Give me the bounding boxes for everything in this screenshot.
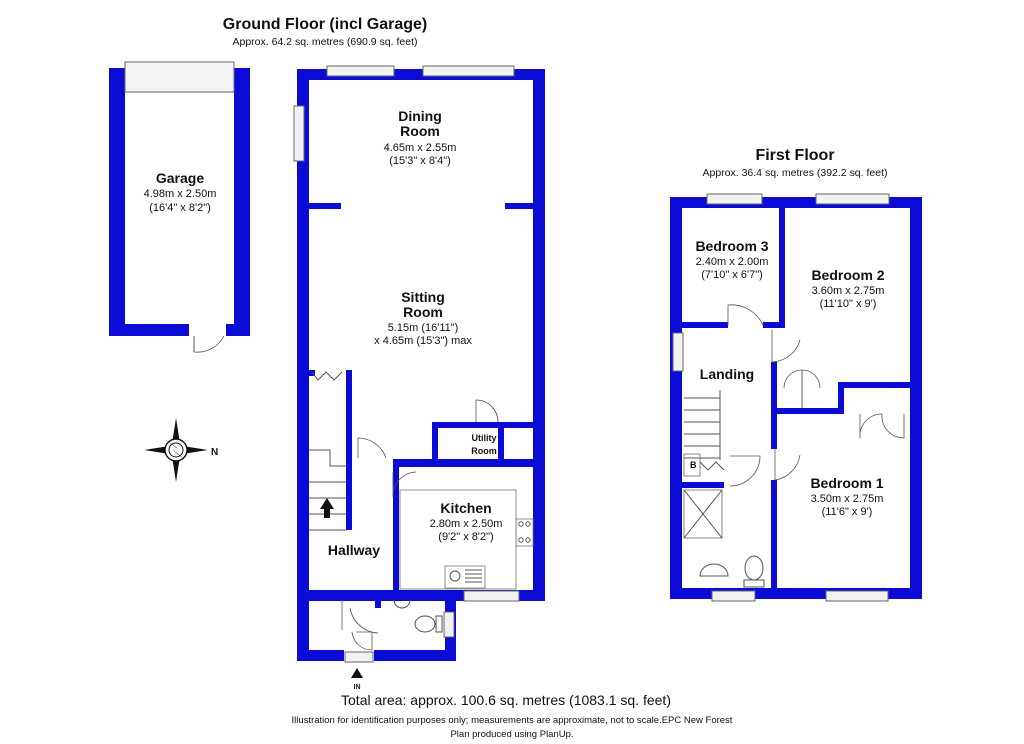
garage-label: Garage	[156, 170, 204, 186]
total-area: Total area: approx. 100.6 sq. metres (10…	[341, 692, 671, 708]
bedroom2-label: Bedroom 2	[811, 267, 884, 283]
first-floor-area: Approx. 36.4 sq. metres (392.2 sq. feet)	[702, 167, 887, 179]
kitchen-dim-m: 2.80m x 2.50m	[430, 518, 503, 530]
utility-room-label-2: Room	[471, 446, 497, 456]
compass-icon	[144, 418, 208, 482]
ground-floor-area: Approx. 64.2 sq. metres (690.9 sq. feet)	[232, 36, 417, 48]
dining-room-dim-m: 4.65m x 2.55m	[384, 142, 457, 154]
bedroom3-label: Bedroom 3	[695, 238, 768, 254]
bedroom1-label: Bedroom 1	[810, 475, 883, 491]
ground-floor-title: Ground Floor (incl Garage)	[223, 16, 427, 33]
ground-floor-walls	[293, 65, 545, 663]
bedroom1-dim-ft: (11'6" x 9')	[822, 506, 873, 518]
bedroom3-dim-m: 2.40m x 2.00m	[696, 256, 769, 268]
kitchen-label: Kitchen	[440, 500, 491, 516]
garage-dim-ft: (16'4" x 8'2")	[149, 202, 211, 214]
hallway-label: Hallway	[328, 542, 380, 558]
entrance-arrow-icon	[351, 668, 363, 678]
toilet-icon	[414, 615, 436, 633]
compass-north-label: N	[211, 447, 218, 458]
boiler-label: B	[690, 460, 697, 470]
ground-doors	[341, 399, 499, 651]
basin-icon	[699, 563, 729, 577]
stairs-up-arrow-icon	[320, 498, 334, 518]
landing-label: Landing	[700, 366, 754, 382]
bedroom2-dim-ft: (11'10" x 9')	[820, 298, 877, 310]
first-floor-walls	[670, 193, 922, 602]
garage-dim-m: 4.98m x 2.50m	[144, 188, 217, 200]
utility-room-label-1: Utility	[471, 433, 496, 443]
dining-room-label-2: Room	[400, 123, 440, 139]
first-stairs	[683, 390, 725, 477]
sitting-room-dim-2: x 4.65m (15'3") max	[374, 335, 472, 347]
disclaimer: Illustration for identification purposes…	[292, 715, 733, 726]
credit: Plan produced using PlanUp.	[450, 729, 573, 740]
first-doors	[727, 304, 905, 487]
boiler-cupboard	[683, 453, 701, 477]
garage	[109, 61, 250, 353]
hob-icon	[515, 518, 534, 547]
bedroom2-dim-m: 3.60m x 2.75m	[812, 285, 885, 297]
sitting-room-label-2: Room	[403, 304, 443, 320]
ground-stairs	[309, 371, 346, 531]
first-floor-title: First Floor	[755, 147, 834, 164]
garage-door	[124, 61, 235, 93]
dining-room-label-1: Dining	[398, 108, 442, 124]
kitchen-dim-ft: (9'2" x 8'2")	[438, 531, 493, 543]
sitting-room-label-1: Sitting	[401, 289, 445, 305]
bedroom3-dim-ft: (7'10" x 6'7")	[701, 269, 763, 281]
bedroom1-dim-m: 3.50m x 2.75m	[811, 493, 884, 505]
entrance-label: IN	[354, 684, 361, 691]
sitting-room-dim-1: 5.15m (16'11")	[388, 322, 459, 334]
shower-icon	[683, 489, 723, 539]
toilet-upstairs-icon	[744, 555, 764, 581]
kitchen-sink-icon	[444, 565, 486, 589]
kitchen-fixtures	[399, 489, 534, 590]
dining-room-dim-ft: (15'3" x 8'4")	[389, 155, 451, 167]
wc-fixtures	[393, 599, 443, 633]
bathroom-fixtures	[683, 489, 765, 588]
